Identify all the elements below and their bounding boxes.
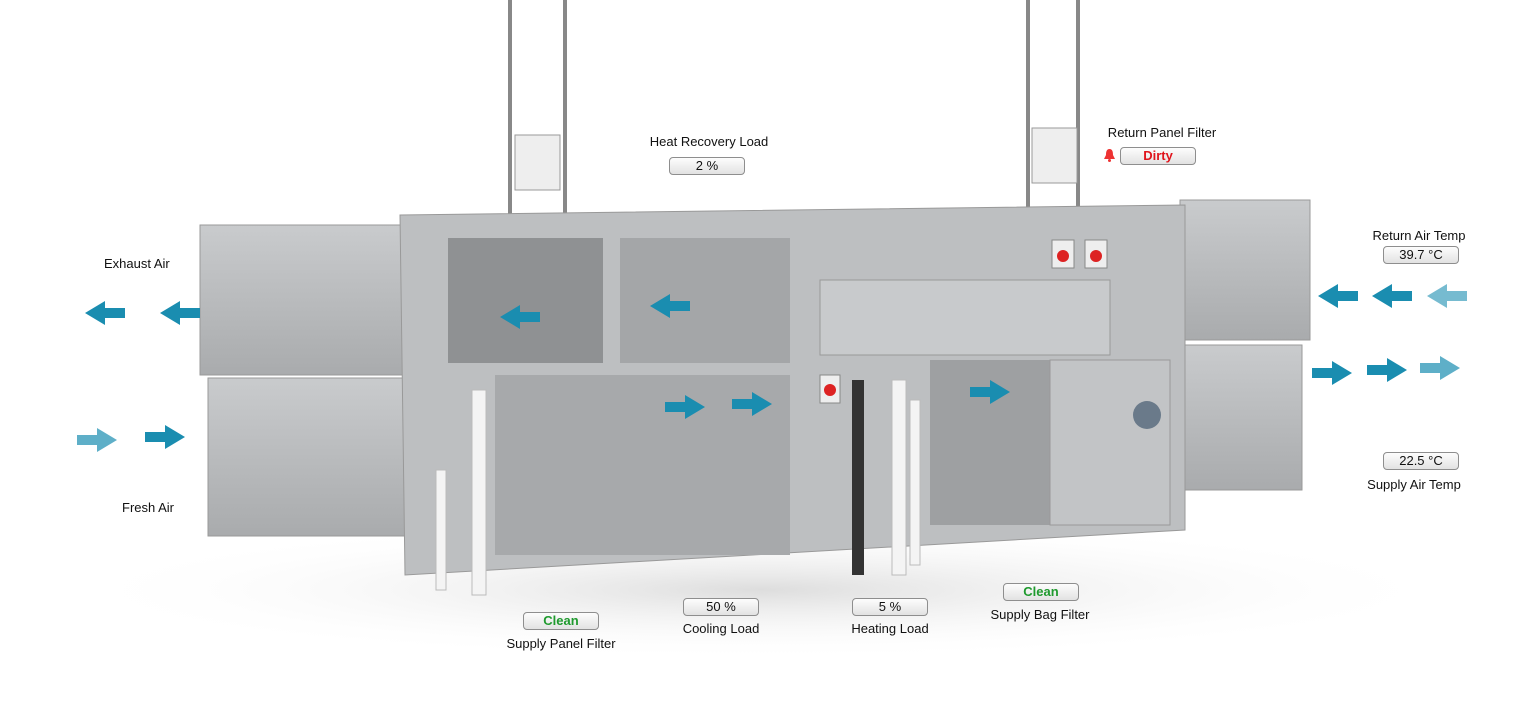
airflow-arrow	[1312, 361, 1352, 385]
airflow-arrow	[650, 294, 690, 318]
airflow-arrow	[1372, 284, 1412, 308]
heat-recovery-section	[448, 238, 603, 363]
fan-motor	[1133, 401, 1161, 429]
airflow-arrow	[732, 392, 772, 416]
return-panel-filter-label: Return Panel Filter	[1107, 125, 1217, 140]
heat-recovery-load-value[interactable]: 2 %	[669, 157, 745, 175]
airflow-arrow	[160, 301, 200, 325]
return-air-temp-value[interactable]: 39.7 °C	[1383, 246, 1459, 264]
return-duct	[1179, 199, 1311, 341]
supply-air-temp-label: Supply Air Temp	[1367, 477, 1461, 492]
airflow-arrow	[77, 428, 117, 452]
supply-panel-filter-label: Supply Panel Filter	[506, 636, 616, 651]
supply-duct	[1179, 344, 1303, 491]
exhaust-duct	[199, 224, 406, 376]
cooling-load-value[interactable]: 50 %	[683, 598, 759, 616]
return-panel-filter-status[interactable]: Dirty	[1120, 147, 1196, 165]
airflow-arrow	[1427, 284, 1467, 308]
heat-recovery-load-label: Heat Recovery Load	[649, 134, 769, 149]
coil-pipes	[435, 379, 921, 596]
heating-load-value[interactable]: 5 %	[852, 598, 928, 616]
exhaust-air-label: Exhaust Air	[104, 256, 170, 271]
airflow-arrow	[1318, 284, 1358, 308]
supply-bag-filter-status[interactable]: Clean	[1003, 583, 1079, 601]
bell-icon[interactable]	[1103, 148, 1116, 162]
return-air-temp-label: Return Air Temp	[1372, 228, 1466, 243]
fresh-air-label: Fresh Air	[122, 500, 175, 515]
airflow-arrow	[665, 395, 705, 419]
supply-panel-filter-status[interactable]: Clean	[523, 612, 599, 630]
access-panel	[819, 279, 1111, 356]
vfd-drive-return[interactable]	[1031, 127, 1078, 184]
heating-load-label: Heating Load	[851, 621, 929, 636]
duct-risers	[508, 0, 1080, 215]
fresh-air-duct	[207, 377, 409, 537]
cooling-load-label: Cooling Load	[682, 621, 760, 636]
supply-bag-filter-label: Supply Bag Filter	[990, 607, 1090, 622]
fan-door[interactable]	[1049, 359, 1171, 526]
airflow-arrow	[1420, 356, 1460, 380]
airflow-arrow	[1367, 358, 1407, 382]
airflow-arrow	[500, 305, 540, 329]
airflow-arrows	[77, 284, 1467, 452]
airflow-arrow	[970, 380, 1010, 404]
airflow-arrow	[145, 425, 185, 449]
vfd-drive-supply[interactable]	[514, 134, 561, 191]
supply-air-temp-value[interactable]: 22.5 °C	[1383, 452, 1459, 470]
heat-wheel-section	[620, 238, 790, 363]
airflow-arrow	[85, 301, 125, 325]
